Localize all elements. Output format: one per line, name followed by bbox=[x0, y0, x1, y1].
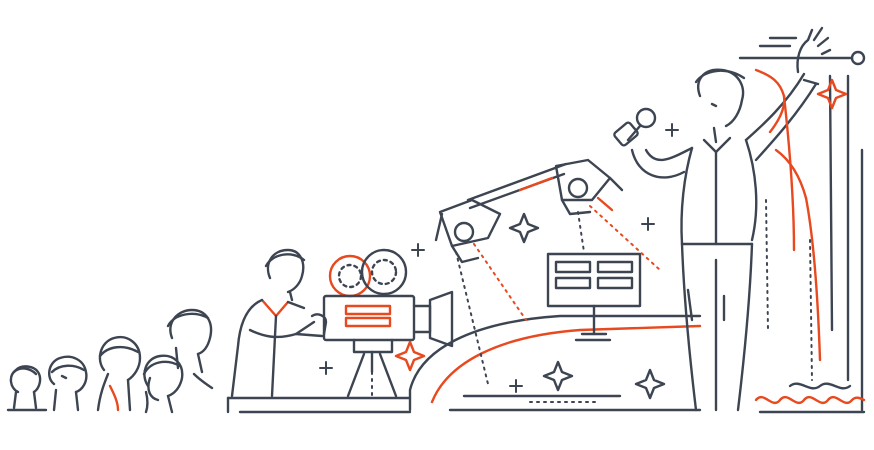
sparkle-icon bbox=[394, 340, 426, 372]
cameraman bbox=[230, 248, 328, 398]
sparkle-icon bbox=[816, 78, 848, 110]
audience-member-icon bbox=[6, 365, 48, 412]
sparkle-icon bbox=[509, 379, 523, 393]
stage bbox=[408, 314, 702, 412]
audience-member-icon bbox=[48, 355, 88, 412]
spotlight-icon bbox=[554, 158, 624, 216]
sparkles bbox=[319, 78, 848, 400]
audience-member-icon bbox=[166, 308, 214, 390]
sparkle-icon bbox=[508, 212, 540, 244]
stage-curtain bbox=[738, 36, 866, 414]
film-camera-icon bbox=[322, 248, 454, 398]
sparkle-icon bbox=[634, 368, 666, 400]
sparkle-icon bbox=[665, 123, 679, 137]
sparkle-icon bbox=[319, 361, 333, 375]
spotlight-icon bbox=[434, 198, 502, 264]
audience-member-icon bbox=[96, 335, 142, 412]
performer-with-microphone bbox=[613, 26, 832, 412]
sparkle-icon bbox=[411, 243, 425, 257]
camera-platform bbox=[226, 396, 412, 414]
sparkle-icon bbox=[542, 360, 574, 392]
audience-group bbox=[6, 308, 214, 414]
monitor-screen-icon bbox=[546, 252, 642, 342]
sparkle-icon bbox=[641, 217, 655, 231]
spotlights bbox=[434, 158, 661, 385]
